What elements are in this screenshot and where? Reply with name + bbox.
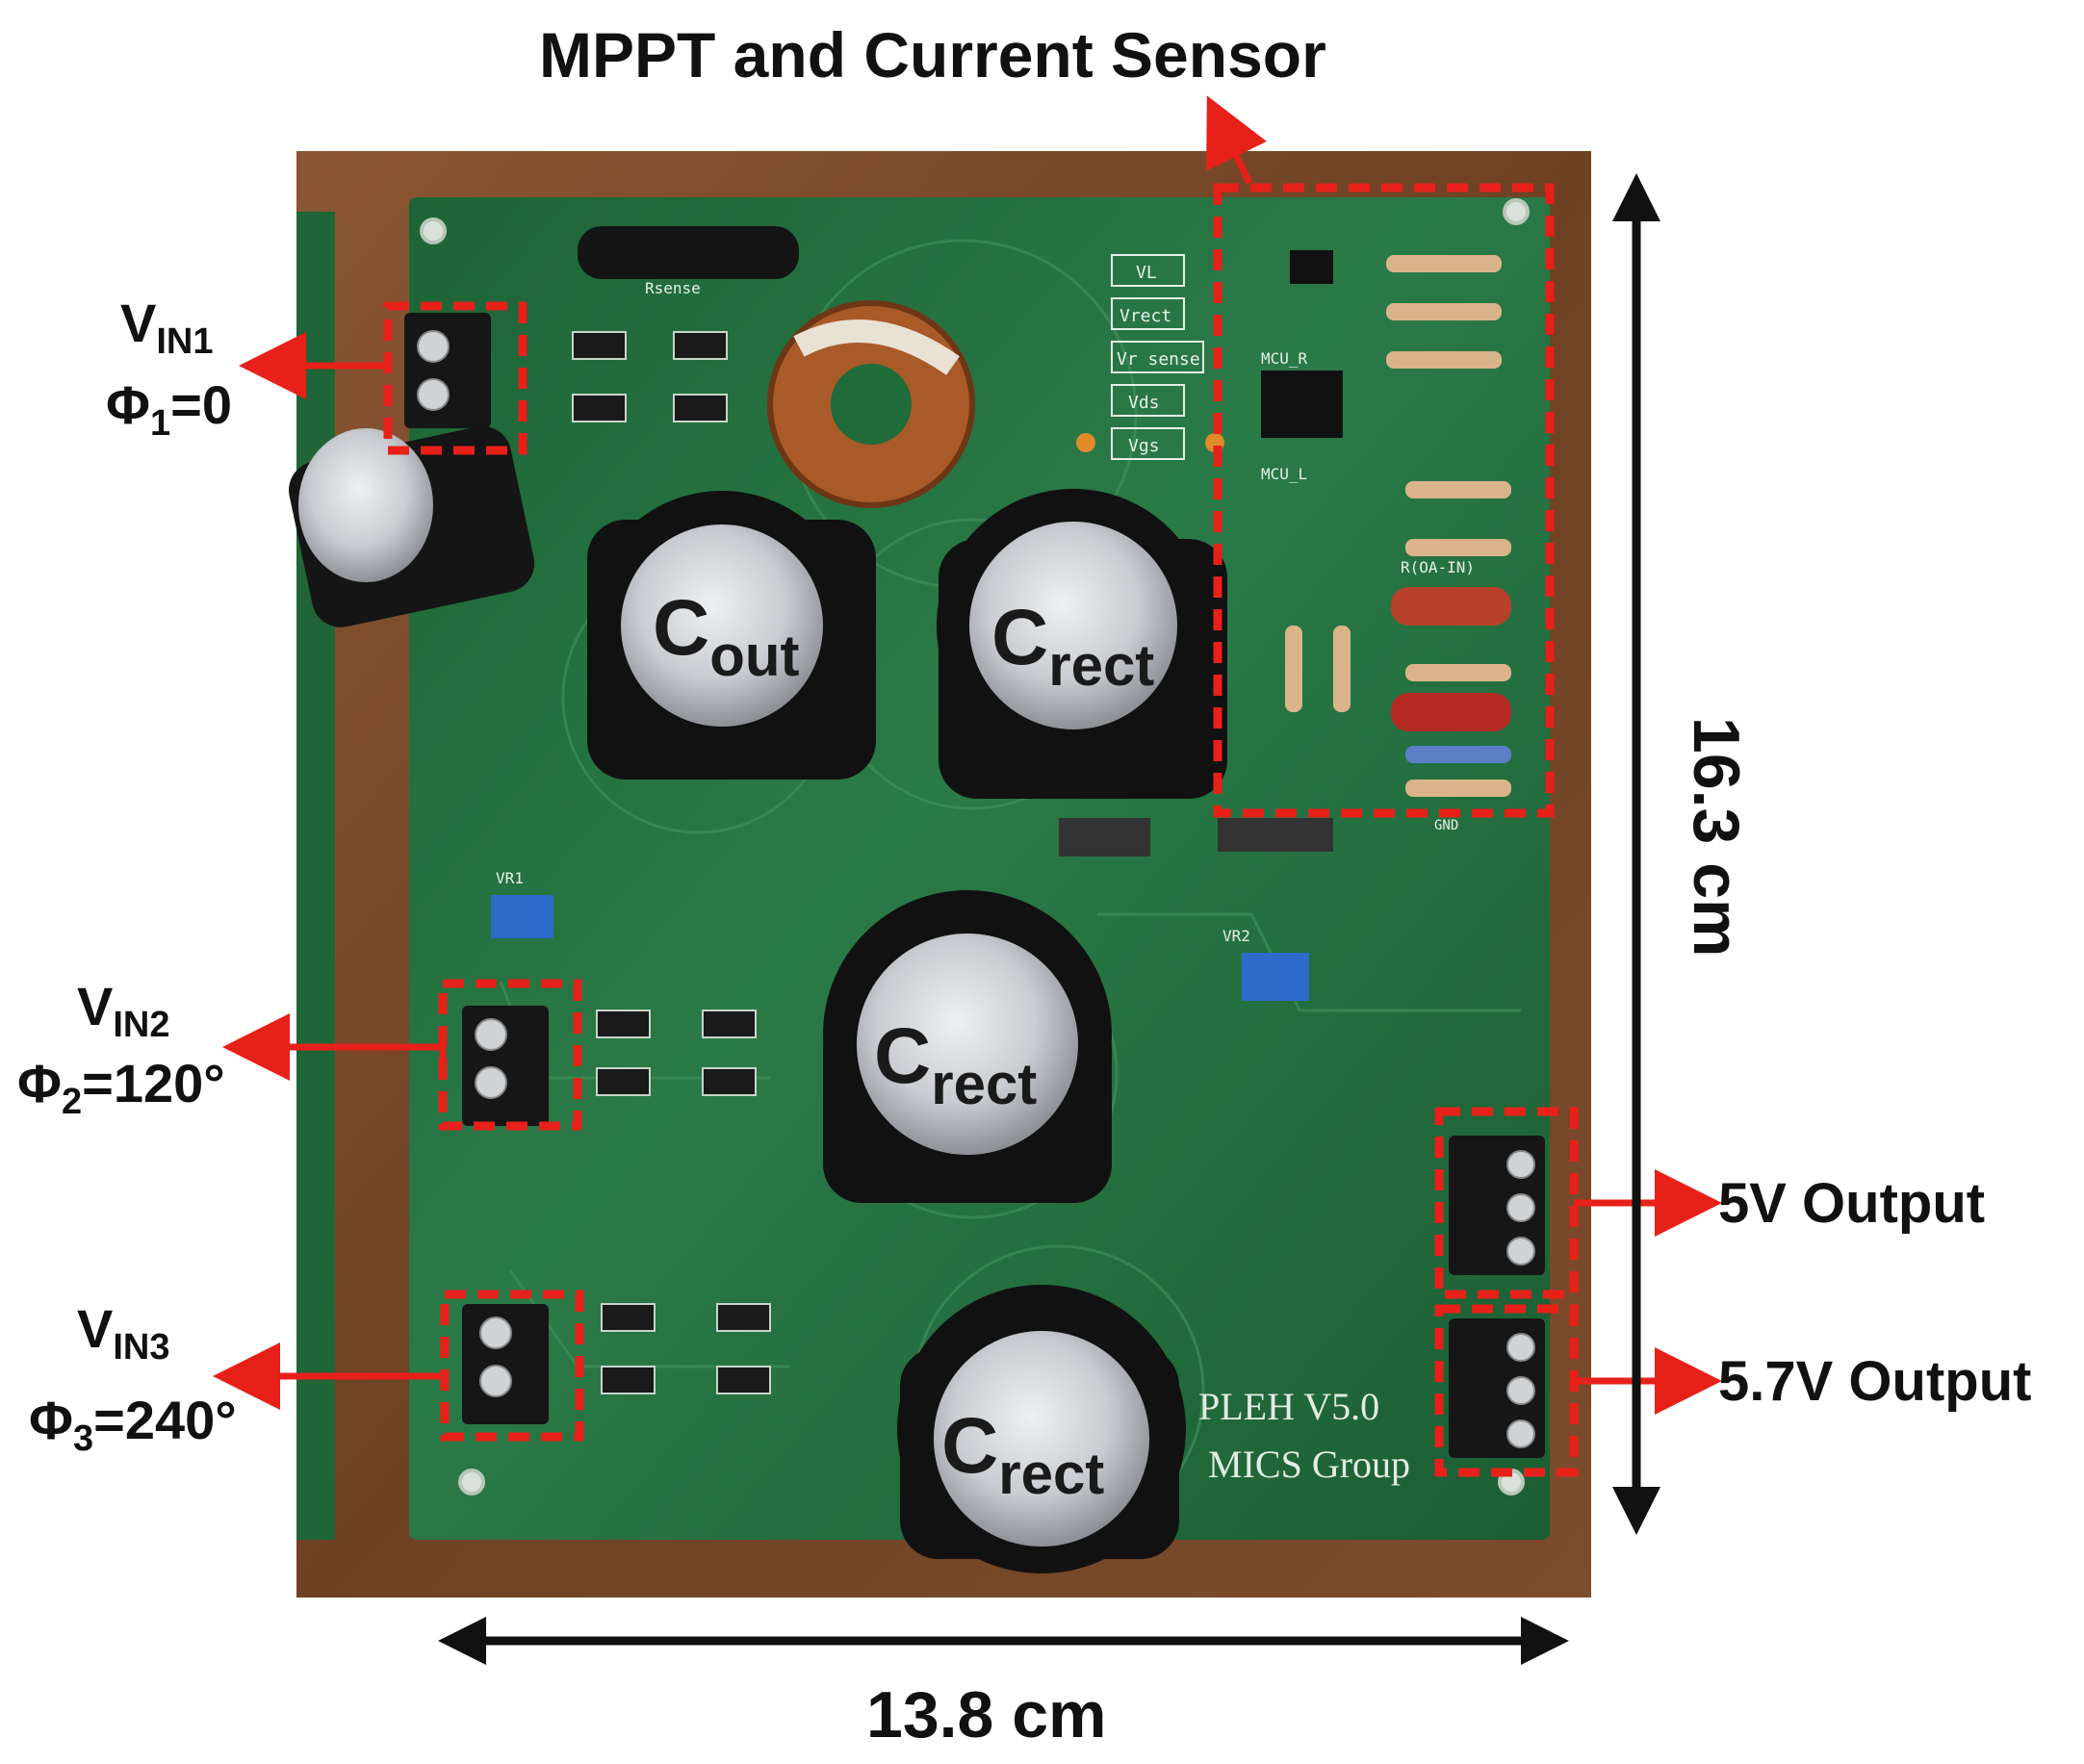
tp-vds: Vds bbox=[1128, 393, 1160, 413]
smd-diodes bbox=[572, 331, 771, 1394]
arrow-vin2 bbox=[222, 1013, 447, 1081]
vin2-label: VIN2 bbox=[77, 976, 170, 1045]
toroid-inductor bbox=[767, 300, 975, 508]
cap-label-cout: Cout bbox=[653, 584, 800, 688]
tp-vrsense: Vr sense bbox=[1117, 349, 1200, 370]
phi2-label: Φ2=120° bbox=[17, 1053, 225, 1122]
annotation-arrows bbox=[213, 95, 1722, 1415]
silk-roa-in: R(OA-IN) bbox=[1401, 558, 1475, 576]
silk-mcu-r: MCU_R bbox=[1261, 349, 1308, 368]
output-57v-label: 5.7V Output bbox=[1718, 1350, 2031, 1413]
regulator-2 bbox=[1218, 818, 1333, 852]
output-screws bbox=[1506, 1150, 1535, 1448]
phi1-label: Φ1=0 bbox=[106, 374, 232, 444]
output-5v-label: 5V Output bbox=[1718, 1172, 1985, 1235]
silk-gnd: GND bbox=[1434, 818, 1458, 833]
silk-mcu-l: MCU_L bbox=[1261, 465, 1307, 483]
width-arrow-left-head bbox=[438, 1617, 486, 1665]
arrow-mppt bbox=[1206, 95, 1267, 185]
cap-label-crect-2: Crect bbox=[874, 1012, 1037, 1116]
width-arrow-right-head bbox=[1521, 1617, 1569, 1665]
cap-label-crect-1: Crect bbox=[991, 594, 1154, 698]
box-mppt bbox=[1213, 183, 1555, 818]
box-vin1 bbox=[383, 301, 527, 455]
annotation-boxes bbox=[383, 183, 1579, 1477]
silk-vr1: VR1 bbox=[496, 869, 524, 887]
capacitor-labels: Cout Crect Crect Crect bbox=[653, 584, 1154, 1506]
cap-label-crect-3: Crect bbox=[941, 1402, 1104, 1506]
height-arrow-top-head bbox=[1612, 173, 1660, 221]
tp-vl: VL bbox=[1136, 263, 1157, 283]
height-dimension-label: 16.3 cm bbox=[1680, 717, 1753, 958]
silk-vr2: VR2 bbox=[1222, 927, 1250, 945]
capacitor-crect-2 bbox=[823, 890, 1112, 1203]
test-points: VL Vrect Vr sense Vds Vgs bbox=[1076, 254, 1224, 460]
silk-board-group: MICS Group bbox=[1208, 1443, 1410, 1486]
capacitor-crect-1 bbox=[937, 489, 1227, 799]
dimension-arrows bbox=[438, 173, 1660, 1665]
mppt-components: MCU_R MCU_L R(OA-IN) GND bbox=[1261, 250, 1511, 833]
phi3-label: Φ3=240° bbox=[29, 1390, 237, 1459]
height-arrow-bottom-head bbox=[1612, 1487, 1660, 1535]
capacitor-cout bbox=[587, 491, 876, 780]
trimmer-vr2 bbox=[1242, 953, 1309, 1001]
input-capacitor bbox=[289, 425, 535, 627]
box-57v-out bbox=[1434, 1304, 1579, 1477]
tp-vgs: Vgs bbox=[1128, 436, 1160, 456]
tp-vrect: Vrect bbox=[1119, 306, 1171, 326]
vin3-label: VIN3 bbox=[77, 1298, 170, 1368]
rsense-resistor bbox=[578, 226, 799, 279]
input-labels: VIN1 Φ1=0 VIN2 Φ2=120° VIN3 Φ3=240° bbox=[17, 293, 237, 1459]
capacitor-crect-3 bbox=[897, 1285, 1186, 1573]
mounting-holes bbox=[420, 198, 1530, 1496]
silk-rsense: Rsense bbox=[645, 279, 701, 297]
title-mppt-current-sensor: MPPT and Current Sensor bbox=[539, 19, 1326, 90]
pcb-photo: Rsense VL Vrect Vr sense Vds Vgs bbox=[289, 151, 1591, 1598]
neighbor-board bbox=[296, 212, 335, 1540]
vin1-label: VIN1 bbox=[120, 293, 214, 362]
box-5v-out bbox=[1434, 1107, 1579, 1299]
silk-board-name: PLEH V5.0 bbox=[1198, 1385, 1379, 1428]
width-dimension-label: 13.8 cm bbox=[866, 1678, 1107, 1751]
regulator-1 bbox=[1059, 818, 1150, 856]
box-vin2 bbox=[438, 979, 582, 1131]
trimmer-vr1 bbox=[491, 895, 553, 938]
box-vin3 bbox=[440, 1290, 584, 1442]
terminal-screws bbox=[417, 330, 512, 1397]
